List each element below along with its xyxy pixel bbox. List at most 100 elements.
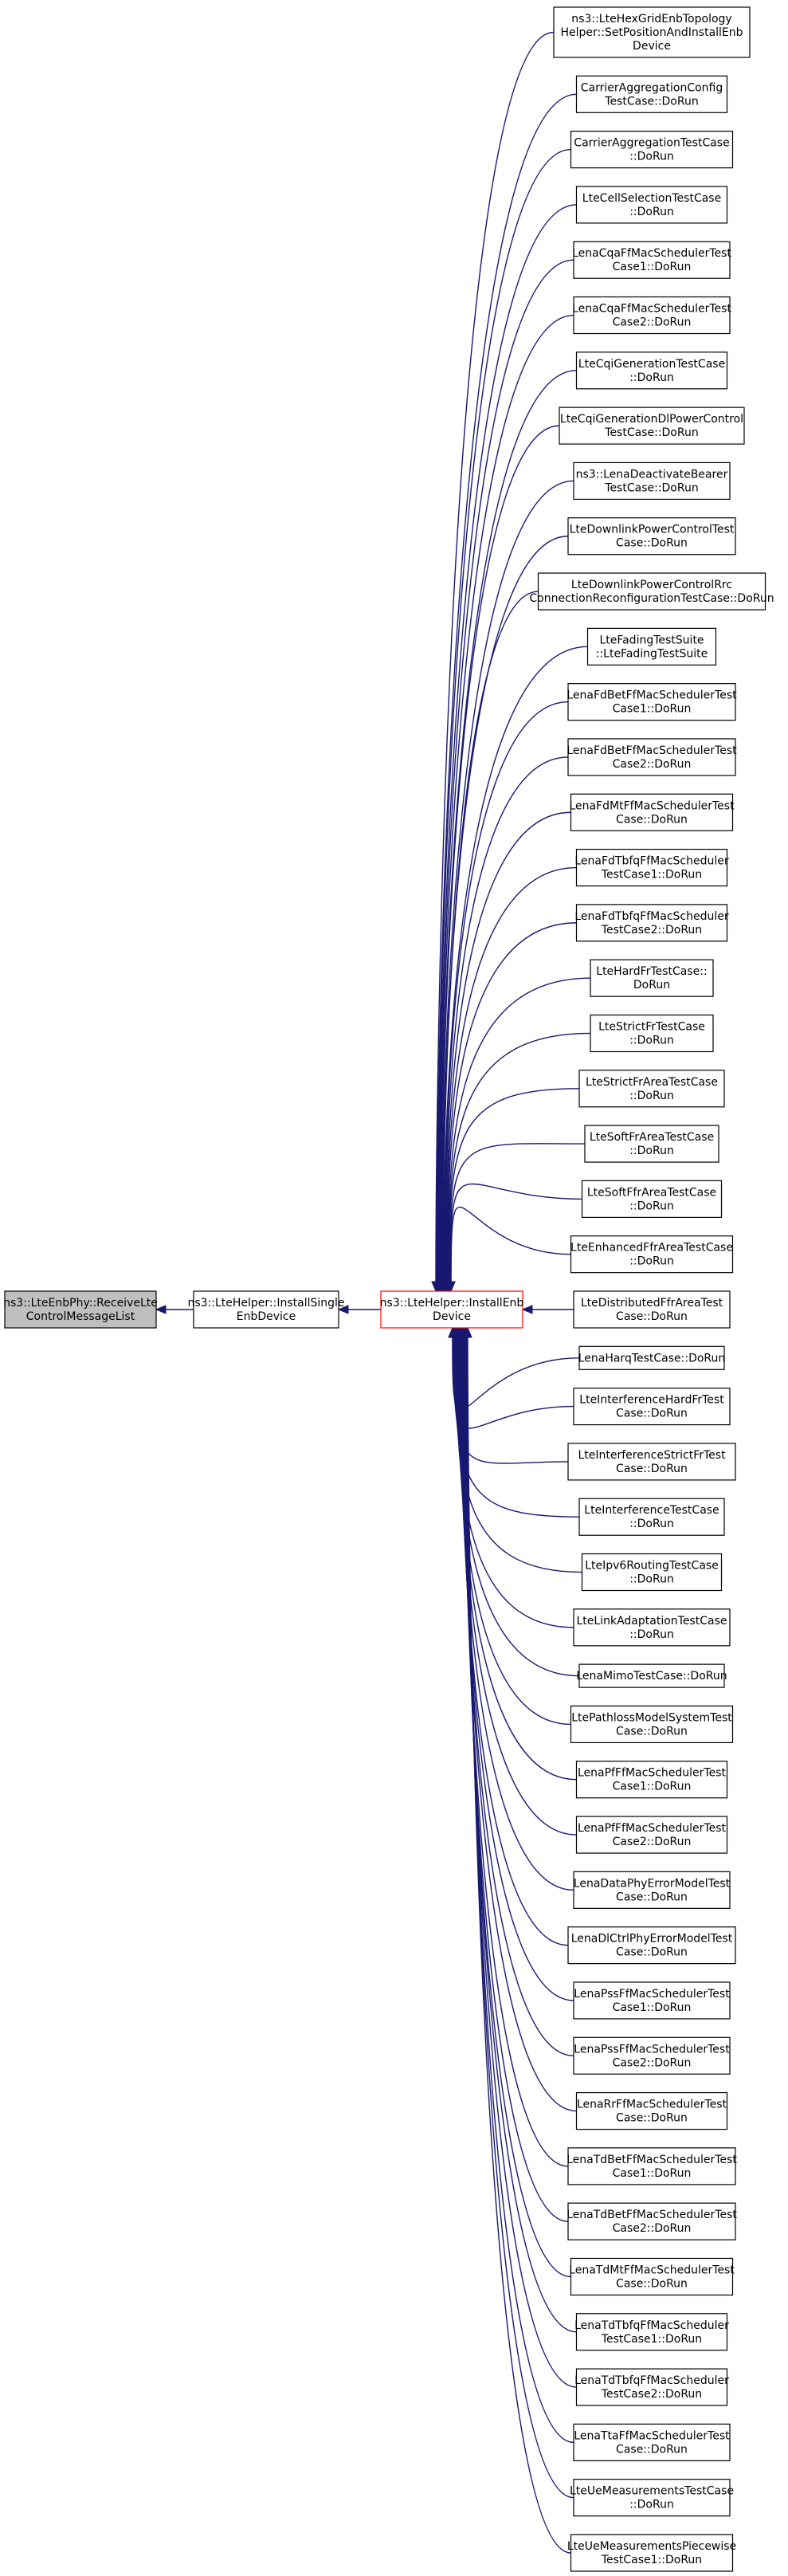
caller-ltestrictfrtestcase-dorun[interactable]: LteStrictFrTestCase::DoRun [590,1014,714,1053]
caller-ltedownlinkpowercontroltest-case-dorun-box[interactable] [567,517,736,556]
caller-lenatdtbfqffmacscheduler-testcase2-dorun-box[interactable] [575,2368,728,2406]
caller-carrieraggregationconfig-testcase-dorun-box[interactable] [575,75,728,113]
caller-lteinterferencehardfrtest-case-dorun-box[interactable] [573,1388,731,1426]
caller-lteipv6routingtestcase-dorun[interactable]: LteIpv6RoutingTestCase::DoRun [581,1553,723,1592]
caller-lteenhancedffrareatestcase-dorun[interactable]: LteEnhancedFfrAreaTestCase::DoRun [570,1235,734,1274]
caller-ltecellselectiontestcase-dorun-box[interactable] [575,186,728,224]
caller-ltelinkadaptationtestcase-dorun-box[interactable] [573,1608,731,1647]
caller-lenapfffmacschedulertest-case2-dorun-box[interactable] [575,1816,728,1854]
caller-lenafdtbfqffmacscheduler-testcase1-dorun-box[interactable] [575,848,728,887]
caller-lenarrffmacschedulertest-case-dorun-box[interactable] [575,2091,728,2130]
caller-ltepathlossmodelsystemtest-case-dorun-box[interactable] [570,1705,734,1744]
caller-lenafdmtffmacschedulertest-case-dorun-box[interactable] [570,793,734,831]
caller-lteuemeasurementstestcase-dorun[interactable]: LteUeMeasurementsTestCase::DoRun [570,2479,734,2517]
caller-lteuemeasurementspiecewise-testcase1-dorun-box[interactable] [570,2534,734,2572]
caller-lteuemeasurementspiecewise-testcase1-dorun[interactable]: LteUeMeasurementsPiecewiseTestCase1::DoR… [567,2534,736,2572]
caller-lenatdbetffmacschedulertest-case2-dorun-box[interactable] [567,2202,736,2240]
caller-lenamimotestcase-dorun[interactable]: LenaMimoTestCase::DoRun [576,1663,727,1688]
node-ltehelper-installenbdevice-box[interactable] [380,1290,523,1329]
caller-ns3-lenadeactivatebearer-testcase-dorun-box[interactable] [573,461,731,501]
caller-ltecellselectiontestcase-dorun[interactable]: LteCellSelectionTestCase::DoRun [575,186,728,224]
caller-ltehardfrtestcase-dorun-box[interactable] [590,959,714,997]
caller-lteinterferencestrictfrtest-case-dorun-box[interactable] [567,1443,736,1481]
caller-lteinterferencetestcase-dorun-box[interactable] [578,1498,725,1536]
node-lteenbphy-receivectrlmsglist[interactable]: ns3::LteEnbPhy::ReceiveLteControlMessage… [3,1290,158,1329]
caller-ltesoftfrareatestcase-dorun-box[interactable] [584,1125,719,1163]
caller-lenadataphyerrormodeltest-case-dorun-box[interactable] [573,1871,731,1909]
caller-ltelinkadaptationtestcase-dorun[interactable]: LteLinkAdaptationTestCase::DoRun [573,1608,731,1647]
caller-ltesoftfrareatestcase-dorun[interactable]: LteSoftFrAreaTestCase::DoRun [584,1125,719,1163]
caller-lenapfffmacschedulertest-case1-dorun-box[interactable] [575,1761,728,1799]
caller-ltefadingtestsuite-ltefadingtestsuite-box[interactable] [586,627,717,666]
caller-ltesoftffrareatestcase-dorun[interactable]: LteSoftFfrAreaTestCase::DoRun [581,1180,723,1218]
caller-ltesoftffrareatestcase-dorun-box[interactable] [581,1180,723,1218]
caller-lenafdtbfqffmacscheduler-testcase2-dorun-box[interactable] [575,904,728,942]
caller-lenatdmtffmacschedulertest-case-dorun-box[interactable] [570,2257,734,2296]
caller-ltestrictfrareatestcase-dorun[interactable]: LteStrictFrAreaTestCase::DoRun [578,1070,725,1108]
caller-lenapssffmacschedulertest-case2-dorun-box[interactable] [573,2036,731,2075]
caller-ns3-ltehexgridenbtopology-helper-setpositionandinstallenb-device[interactable]: ns3::LteHexGridEnbTopologyHelper::SetPos… [553,6,751,58]
caller-lenafdbetffmacschedulertest-case2-dorun-box[interactable] [567,738,736,776]
caller-lenattaffmacschedulertest-case-dorun-box[interactable] [573,2423,731,2461]
caller-lenadlctrlphyerrormodeltest-case-dorun-box[interactable] [567,1926,736,1965]
caller-ltedownlinkpowercontrolrrc-connectionreconfigurationtestcase-dorun[interactable]: LteDownlinkPowerControlRrcConnectionReco… [529,572,774,611]
caller-ltedistributedffrareatest-case-dorun-box[interactable] [573,1290,731,1329]
caller-ltefadingtestsuite-ltefadingtestsuite[interactable]: LteFadingTestSuite::LteFadingTestSuite [586,627,717,666]
caller-lenacqaffmacschedulertest-case1-dorun-box[interactable] [573,241,731,279]
caller-lteinterferencetestcase-dorun[interactable]: LteInterferenceTestCase::DoRun [578,1498,725,1536]
caller-ltecqigenerationdlpowercontrol-testcase-dorun[interactable]: LteCqiGenerationDlPowerControlTestCase::… [559,406,745,445]
caller-lenacqaffmacschedulertest-case2-dorun-box[interactable] [573,296,731,335]
caller-ltestrictfrtestcase-dorun-box[interactable] [590,1014,714,1053]
caller-lteenhancedffrareatestcase-dorun-box[interactable] [570,1235,734,1274]
caller-ltecqigenerationtestcase-dorun-box[interactable] [575,351,728,390]
caller-ltecqigenerationdlpowercontrol-testcase-dorun-box[interactable] [559,406,745,445]
caller-ltecqigenerationtestcase-dorun[interactable]: LteCqiGenerationTestCase::DoRun [575,351,728,390]
caller-lenaharqtestcase-dorun[interactable]: LenaHarqTestCase::DoRun [578,1345,726,1370]
caller-lenatdbetffmacschedulertest-case1-dorun-box[interactable] [567,2147,736,2185]
caller-lenaharqtestcase-dorun-box[interactable] [578,1345,725,1370]
caller-ns3-ltehexgridenbtopology-helper-setpositionandinstallenb-device-box[interactable] [553,6,751,58]
caller-carrieraggregationtestcase-dorun-box[interactable] [570,131,734,169]
caller-ltestrictfrareatestcase-dorun-box[interactable] [578,1070,725,1108]
node-ltehelper-installsingleenbdevice-box[interactable] [193,1290,339,1329]
caller-lenamimotestcase-dorun-box[interactable] [578,1663,725,1688]
caller-lenatdtbfqffmacscheduler-testcase1-dorun-box[interactable] [575,2313,728,2351]
caller-ltehardfrtestcase-dorun[interactable]: LteHardFrTestCase::DoRun [590,959,714,997]
caller-carrieraggregationtestcase-dorun[interactable]: CarrierAggregationTestCase::DoRun [570,131,734,169]
caller-lenafdbetffmacschedulertest-case1-dorun-box[interactable] [567,683,736,721]
caller-lteipv6routingtestcase-dorun-box[interactable] [581,1553,723,1592]
caller-lenapssffmacschedulertest-case1-dorun-box[interactable] [573,1981,731,2020]
caller-ltedownlinkpowercontrolrrc-connectionreconfigurationtestcase-dorun-box[interactable] [537,572,766,611]
caller-lteuemeasurementstestcase-dorun-box[interactable] [573,2479,731,2517]
node-lteenbphy-receivectrlmsglist-box[interactable] [4,1290,157,1329]
